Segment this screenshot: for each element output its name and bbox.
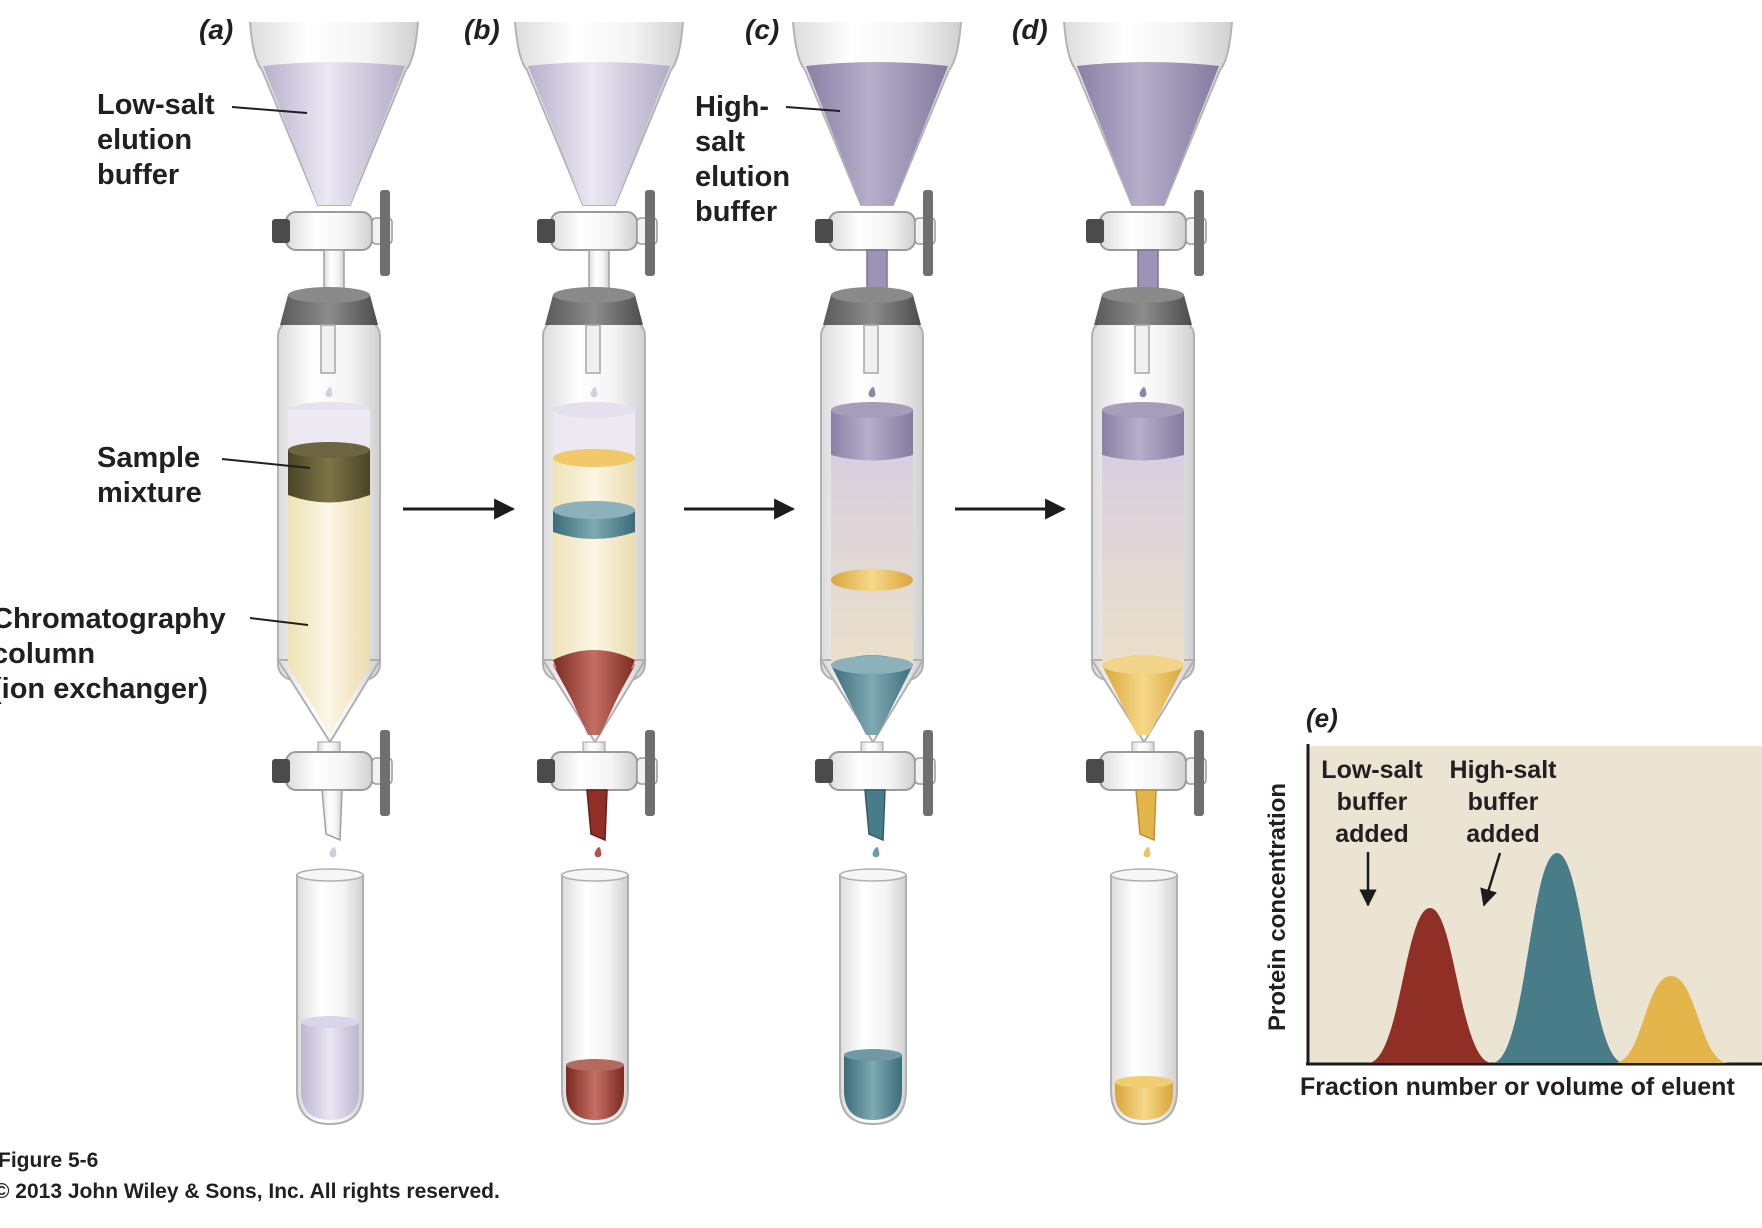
label-line: elution xyxy=(695,161,791,193)
band-yellow-b xyxy=(553,449,635,467)
band-yellow-c xyxy=(831,569,913,591)
sample-band-a xyxy=(288,450,370,503)
low-salt-buffer-fill-b xyxy=(528,62,670,205)
graph-y-axis-label: Protein concentration xyxy=(1264,782,1291,1032)
panel-label-b: (b) xyxy=(464,14,500,45)
high-salt-added-note: High-salt buffer added xyxy=(1438,754,1568,850)
peak-red xyxy=(1368,908,1492,1063)
collected-fraction-a xyxy=(301,1022,359,1120)
low-salt-buffer-fill-a xyxy=(263,62,405,205)
collected-fraction-d xyxy=(1115,1082,1173,1120)
high-salt-buffer-fill-c xyxy=(806,62,948,205)
note-line: Low-salt xyxy=(1321,756,1423,784)
high-salt-buffer-label: High- salt elution buffer xyxy=(695,90,790,230)
label-line: Chromatography xyxy=(0,603,226,635)
high-salt-buffer-fill-d xyxy=(1077,62,1219,205)
panel-label-c: (c) xyxy=(745,14,780,45)
label-line: salt xyxy=(695,126,745,158)
leader-column xyxy=(249,617,309,626)
note-line: added xyxy=(1335,820,1409,848)
note-line: added xyxy=(1466,820,1540,848)
peak-teal xyxy=(1492,853,1624,1063)
label-line: mixture xyxy=(97,477,202,509)
panel-a-apparatus xyxy=(249,21,419,1126)
panel-c-apparatus xyxy=(792,21,962,1126)
band-teal-c xyxy=(831,655,913,735)
collected-fraction-b xyxy=(566,1065,624,1120)
copyright-notice: © 2013 John Wiley & Sons, Inc. All right… xyxy=(0,1180,500,1203)
panel-label-d: (d) xyxy=(1012,14,1048,45)
low-salt-added-note: Low-salt buffer added xyxy=(1308,754,1436,850)
label-line: column xyxy=(0,638,96,670)
leader-low-salt xyxy=(231,106,308,114)
band-yellow-d xyxy=(1102,655,1184,735)
collected-fraction-c xyxy=(844,1055,902,1120)
high-salt-added-arrow xyxy=(1480,852,1502,907)
label-line: buffer xyxy=(97,159,180,191)
stopcock-upper-a xyxy=(285,211,373,251)
elution-profile-graph xyxy=(1306,744,1762,1066)
note-line: buffer xyxy=(1467,788,1539,816)
sample-mixture-label: Sample mixture xyxy=(97,441,202,511)
low-salt-buffer-label: Low-salt elution buffer xyxy=(97,88,215,193)
note-line: buffer xyxy=(1336,788,1408,816)
leader-high-salt xyxy=(785,106,841,112)
leader-sample xyxy=(221,458,311,469)
label-line: elution xyxy=(97,124,193,156)
resin-a xyxy=(288,470,370,735)
stopper-a xyxy=(280,295,378,325)
label-line: High- xyxy=(695,91,770,123)
label-line: Sample xyxy=(97,442,201,474)
panel-b-apparatus xyxy=(514,21,684,1126)
panel-d-apparatus xyxy=(1063,21,1233,1126)
label-line: Low-salt xyxy=(97,89,215,121)
chromatography-column-label: Chromatography column (ion exchanger) xyxy=(0,602,226,707)
panel-label-e: (e) xyxy=(1306,703,1338,733)
graph-x-axis-label: Fraction number or volume of eluent xyxy=(1300,1073,1735,1101)
note-line: High-salt xyxy=(1449,756,1557,784)
panel-label-a: (a) xyxy=(199,14,234,45)
label-line: buffer xyxy=(695,196,778,228)
peak-yellow xyxy=(1614,976,1729,1063)
label-line: (ion exchanger) xyxy=(0,673,208,705)
figure-number: Figure 5-6 xyxy=(0,1149,99,1172)
